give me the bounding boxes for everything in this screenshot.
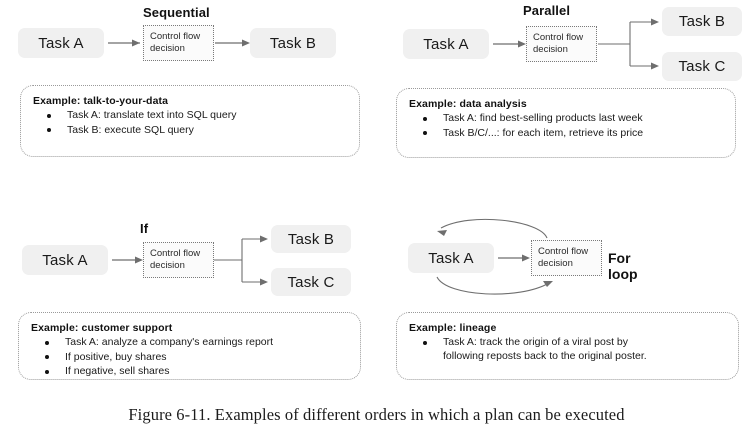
bullet-icon <box>45 355 49 359</box>
control-flow-box-sequential: Control flow decision <box>143 25 214 61</box>
task-b-label: Task B <box>269 34 317 52</box>
bullet-icon <box>47 113 51 118</box>
task-a-box-parallel: Task A <box>403 29 489 59</box>
task-b-box-parallel: Task B <box>662 7 742 36</box>
bullet-text: If positive, buy shares <box>65 350 167 363</box>
example-heading: Example: customer support <box>31 322 173 334</box>
task-c-box-parallel: Task C <box>662 52 742 81</box>
list-item: Task A: track the origin of a viral post… <box>409 336 726 363</box>
bullet-text: Task A: translate text into SQL query <box>67 109 237 121</box>
example-heading: Example: data analysis <box>409 98 527 110</box>
control-flow-box-if: Control flow decision <box>143 242 214 278</box>
control-flow-line-2: decision <box>150 43 185 54</box>
example-heading: Example: lineage <box>409 322 497 334</box>
list-item: Task A: find best-selling products last … <box>409 112 723 126</box>
task-a-box-sequential: Task A <box>18 28 104 58</box>
bullet-text: Task A: analyze a company's earnings rep… <box>65 336 274 348</box>
control-flow-line-1: Control flow <box>150 248 201 259</box>
bullet-text: Task A: track the origin of a viral post… <box>443 336 629 348</box>
panel-title-for-loop: For loop <box>608 250 638 282</box>
branch-arrows-if <box>112 235 268 286</box>
bullet-text: Task B: execute SQL query <box>67 123 194 136</box>
panel-title-parallel: Parallel <box>523 3 571 18</box>
task-c-box-if: Task C <box>271 268 351 296</box>
example-card-if: Example: customer support Task A: analyz… <box>18 312 361 380</box>
task-b-label: Task B <box>287 230 335 248</box>
control-flow-line-2: decision <box>533 44 568 55</box>
task-b-box-sequential: Task B <box>250 28 336 58</box>
bullet-text: Task B/C/...: for each item, retrieve it… <box>443 126 644 139</box>
branch-arrows-parallel <box>493 18 659 70</box>
task-b-box-if: Task B <box>271 225 351 253</box>
list-item: Task B: execute SQL query <box>33 124 347 138</box>
example-heading: Example: talk-to-your-data <box>33 95 169 107</box>
control-flow-line-2: decision <box>150 260 185 271</box>
task-a-box-for-loop: Task A <box>408 243 494 273</box>
example-card-for-loop: Example: lineage Task A: track the origi… <box>396 312 739 380</box>
example-bullet-list: Task A: analyze a company's earnings rep… <box>31 336 348 379</box>
arrow-a-to-control-sequential <box>108 39 250 47</box>
bullet-icon <box>423 131 427 135</box>
control-flow-line-1: Control flow <box>150 31 201 42</box>
control-flow-line-2: decision <box>538 258 573 269</box>
task-a-label: Task A <box>428 249 474 267</box>
example-card-sequential: Example: talk-to-your-data Task A: trans… <box>20 85 360 157</box>
list-item: If negative, sell shares <box>31 365 348 379</box>
list-item: Task B/C/...: for each item, retrieve it… <box>409 127 723 141</box>
example-bullet-list: Task A: translate text into SQL query Ta… <box>33 109 347 137</box>
loop-arrows-for-loop <box>436 218 553 295</box>
list-item: Task A: analyze a company's earnings rep… <box>31 336 348 350</box>
task-c-label: Task C <box>678 58 726 75</box>
bullet-text: Task A: find best-selling products last … <box>443 112 643 124</box>
control-flow-box-for-loop: Control flow decision <box>531 240 602 276</box>
bullet-icon <box>45 369 49 374</box>
bullet-text-continuation: following reposts back to the original p… <box>443 349 647 362</box>
control-flow-box-parallel: Control flow decision <box>526 26 597 62</box>
panel-title-sequential: Sequential <box>143 5 210 20</box>
control-flow-line-1: Control flow <box>538 246 589 257</box>
task-a-label: Task A <box>423 35 469 53</box>
bullet-text: If negative, sell shares <box>65 365 170 377</box>
bullet-icon <box>45 340 49 345</box>
task-a-label: Task A <box>38 34 84 52</box>
task-b-label: Task B <box>678 13 726 30</box>
control-flow-line-1: Control flow <box>533 32 584 43</box>
task-a-box-if: Task A <box>22 245 108 275</box>
list-item: If positive, buy shares <box>31 351 348 365</box>
task-c-label: Task C <box>287 273 335 291</box>
bullet-icon <box>423 116 427 121</box>
panel-title-if: If <box>140 221 149 236</box>
list-item: Task A: translate text into SQL query <box>33 109 347 123</box>
example-card-parallel: Example: data analysis Task A: find best… <box>396 88 736 158</box>
bullet-icon <box>423 340 427 345</box>
example-bullet-list: Task A: find best-selling products last … <box>409 112 723 140</box>
example-bullet-list: Task A: track the origin of a viral post… <box>409 336 726 363</box>
figure-caption: Figure 6-11. Examples of different order… <box>128 405 625 424</box>
bullet-icon <box>47 128 51 132</box>
task-a-label: Task A <box>42 251 88 269</box>
